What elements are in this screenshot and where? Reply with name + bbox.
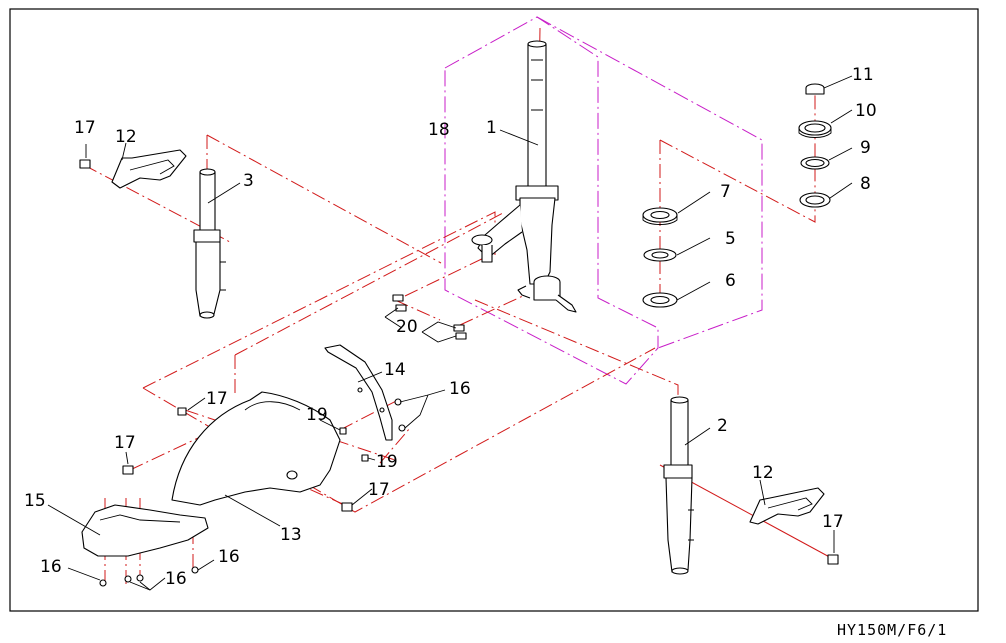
drawing-code: HY150M/F6/1 xyxy=(837,621,947,639)
bearing-race-10-part xyxy=(798,120,832,138)
callout-20: 20 xyxy=(396,317,418,337)
callout-5: 5 xyxy=(725,229,736,249)
diagram-frame xyxy=(9,8,979,612)
bearing-race-5-part xyxy=(643,248,677,262)
callout-12-left: 12 xyxy=(115,127,137,147)
callout-7: 7 xyxy=(720,182,731,202)
callout-6: 6 xyxy=(725,271,736,291)
fork-bracket-left-part xyxy=(111,149,187,189)
callout-3: 3 xyxy=(243,171,254,191)
callout-17-d: 17 xyxy=(368,480,390,500)
bearing-race-7-part xyxy=(642,207,678,225)
bearing-race-9-part xyxy=(800,156,830,170)
callout-2: 2 xyxy=(717,416,728,436)
fork-bracket-right-part xyxy=(749,487,825,525)
callout-19-a: 19 xyxy=(306,405,328,425)
callout-8: 8 xyxy=(860,174,871,194)
callout-labels: 1 2 3 5 6 7 8 9 10 11 12 12 13 14 15 16 … xyxy=(24,65,877,589)
left-fork-leg-part xyxy=(193,168,226,319)
inner-shield-part xyxy=(324,344,393,441)
callout-16-c: 16 xyxy=(165,569,187,589)
callout-17-c: 17 xyxy=(114,433,136,453)
callout-12-right: 12 xyxy=(752,463,774,483)
top-nut-11-part xyxy=(805,83,825,95)
callout-16-b: 16 xyxy=(40,557,62,577)
callout-11: 11 xyxy=(852,65,874,85)
bearing-race-6-part xyxy=(642,292,678,308)
front-fender-part xyxy=(171,391,341,506)
leader-lines xyxy=(47,75,853,591)
callout-16-a: 16 xyxy=(449,379,471,399)
right-fork-leg-part xyxy=(663,396,694,575)
callout-17-b: 17 xyxy=(206,389,228,409)
callout-16-d: 16 xyxy=(218,547,240,567)
callout-17-e: 17 xyxy=(822,512,844,532)
callout-1: 1 xyxy=(486,118,497,138)
callout-15: 15 xyxy=(24,491,46,511)
bearing-race-8-part xyxy=(799,192,831,208)
steering-stem-part xyxy=(471,40,577,313)
callout-18: 18 xyxy=(428,120,450,140)
callout-17-a: 17 xyxy=(74,118,96,138)
front-guard-part xyxy=(81,504,209,557)
callout-10: 10 xyxy=(855,101,877,121)
callout-13: 13 xyxy=(280,525,302,545)
group-outlines xyxy=(444,16,763,385)
callout-14: 14 xyxy=(384,360,406,380)
callout-9: 9 xyxy=(860,138,871,158)
callout-19-b: 19 xyxy=(376,452,398,472)
